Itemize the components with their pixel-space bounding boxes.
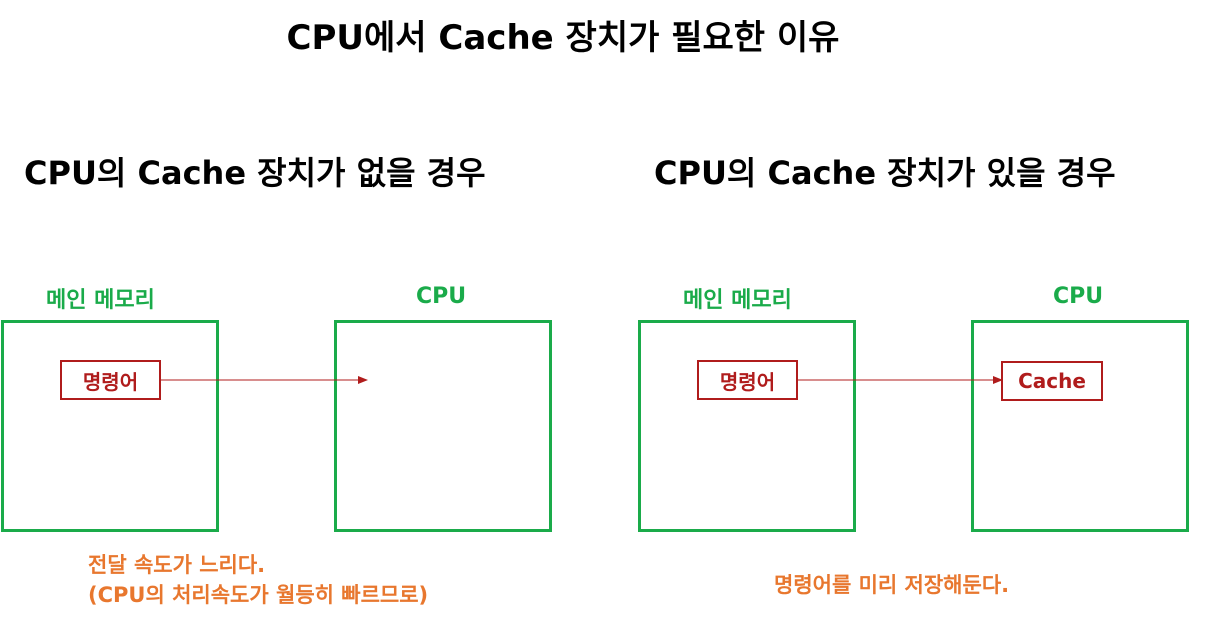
right-cpu-box bbox=[971, 320, 1189, 532]
right-instruction-box: 명령어 bbox=[697, 360, 798, 400]
left-caption-line1: 전달 속도가 느리다. bbox=[88, 553, 266, 577]
right-caption: 명령어를 미리 저장해둔다. bbox=[774, 573, 1010, 597]
left-memory-label: 메인 메모리 bbox=[46, 288, 155, 313]
left-caption-line2: (CPU의 처리속도가 월등히 빠르므로) bbox=[88, 583, 429, 607]
right-panel-heading: CPU의 Cache 장치가 있을 경우 bbox=[654, 154, 1116, 192]
left-panel-heading: CPU의 Cache 장치가 없을 경우 bbox=[24, 154, 486, 192]
right-memory-label: 메인 메모리 bbox=[683, 288, 792, 313]
right-main-memory-box bbox=[638, 320, 856, 532]
left-cpu-label: CPU bbox=[416, 284, 467, 309]
cache-box: Cache bbox=[1001, 361, 1103, 401]
left-cpu-box bbox=[334, 320, 552, 532]
right-cpu-label: CPU bbox=[1053, 284, 1104, 309]
left-main-memory-box bbox=[1, 320, 219, 532]
left-caption: 전달 속도가 느리다. (CPU의 처리속도가 월등히 빠르므로) bbox=[88, 550, 428, 610]
left-instruction-box: 명령어 bbox=[60, 360, 161, 400]
page-title: CPU에서 Cache 장치가 필요한 이유 bbox=[286, 18, 840, 58]
